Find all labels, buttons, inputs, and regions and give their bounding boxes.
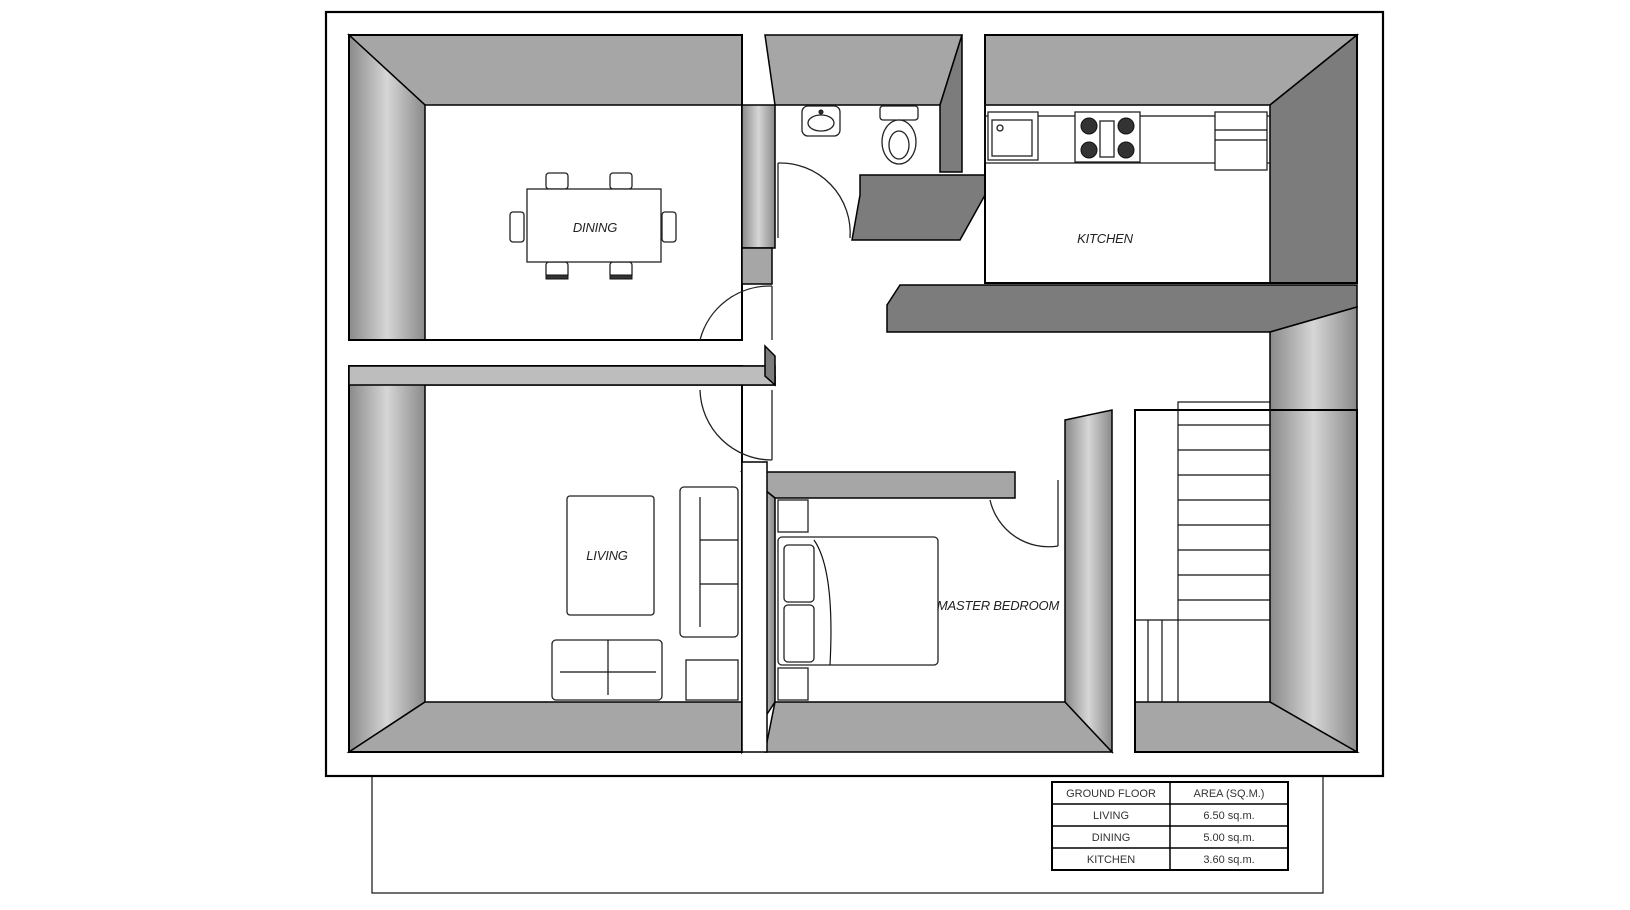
dining-table — [509, 172, 677, 280]
kitchen-lower-wall — [886, 284, 1358, 333]
table-row-room: DINING — [1092, 832, 1131, 844]
table-row-area: 6.50 sq.m. — [1203, 810, 1254, 822]
bed — [777, 536, 939, 666]
toilet-icon — [879, 105, 919, 165]
partition-wall-end — [764, 344, 776, 387]
fridge-icon — [1214, 111, 1268, 171]
stair-room-walls — [1134, 306, 1360, 754]
bathroom-door — [777, 162, 851, 239]
table-row-area: 3.60 sq.m. — [1203, 854, 1254, 866]
kitchen-walls — [984, 33, 1360, 284]
loveseat — [551, 639, 663, 701]
kitchen-sink-icon — [987, 111, 1039, 161]
area-table: GROUND FLOOR AREA (SQ.M.) LIVING 6.50 sq… — [1051, 781, 1289, 871]
table-row-room: KITCHEN — [1087, 854, 1135, 866]
table-header-floor: GROUND FLOOR — [1066, 788, 1156, 800]
bathroom-walls — [741, 34, 986, 249]
stove-icon — [1074, 111, 1141, 163]
table-header-area: AREA (SQ.M.) — [1194, 788, 1265, 800]
bathroom-sink-icon — [801, 105, 841, 137]
dining-room-walls — [347, 33, 743, 341]
living-label: LIVING — [586, 548, 628, 563]
living-rug — [566, 495, 655, 616]
staircase — [1135, 401, 1271, 702]
dining-door — [699, 285, 773, 341]
kitchen-label: KITCHEN — [1077, 231, 1133, 246]
bedroom-door — [989, 480, 1059, 548]
corridor-wall-mid — [741, 461, 768, 753]
living-door — [699, 389, 773, 461]
sofa — [679, 486, 739, 638]
table-row-room: LIVING — [1093, 810, 1129, 822]
master-bedroom-label: MASTER BEDROOM — [937, 598, 1060, 613]
nightstand-top — [777, 499, 809, 533]
side-table — [685, 659, 739, 701]
table-row-area: 5.00 sq.m. — [1203, 832, 1254, 844]
dining-label: DINING — [573, 220, 617, 235]
nightstand-bottom — [777, 667, 809, 701]
corridor-wall-left — [741, 247, 773, 285]
partition-wall — [348, 365, 776, 386]
